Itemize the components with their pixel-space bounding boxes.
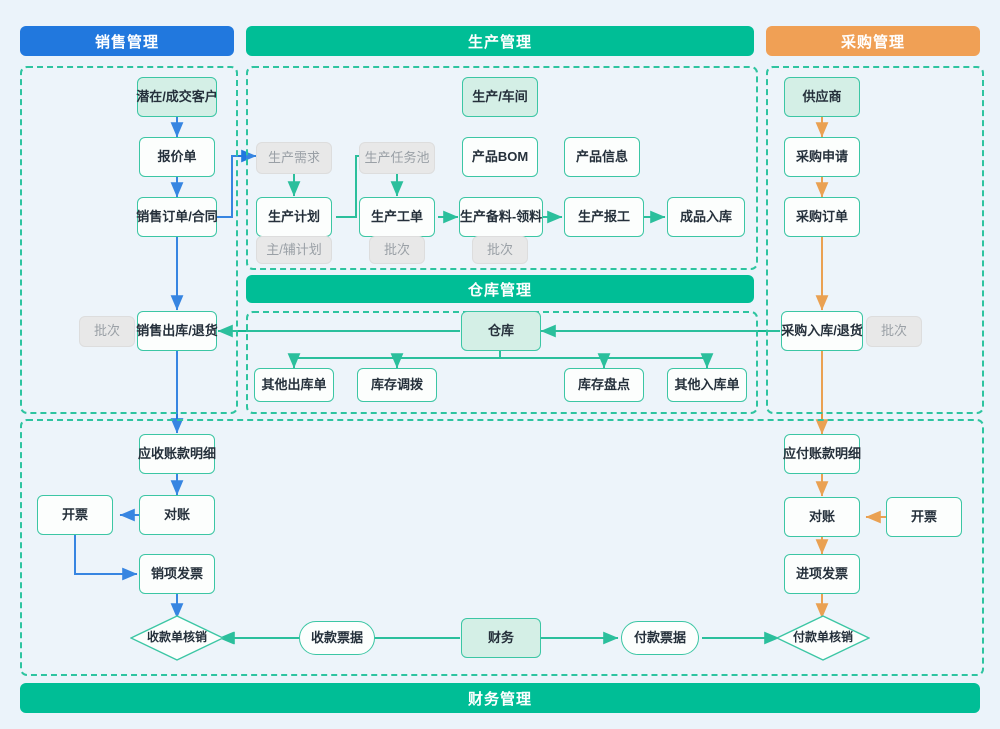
node-finance-center[interactable]: 财务 xyxy=(461,618,541,658)
header-label-purchase: 采购管理 xyxy=(840,33,905,51)
node-label: 生产/车间 xyxy=(472,88,528,104)
node-label: 报价单 xyxy=(157,148,197,164)
node-quotation[interactable]: 报价单 xyxy=(139,137,215,177)
node-production-plan[interactable]: 生产计划 xyxy=(256,197,332,237)
header-bar-purchase[interactable]: 采购管理 xyxy=(766,26,980,56)
node-label: 仓库 xyxy=(487,322,514,338)
node-main-sub-plan-tag[interactable]: 主/辅计划 xyxy=(256,236,332,264)
node-potential-customer[interactable]: 潜在/成交客户 xyxy=(136,77,218,117)
diamond-shape-icon xyxy=(776,615,870,661)
node-label: 潜在/成交客户 xyxy=(136,88,218,104)
node-ar-issue-invoice[interactable]: 开票 xyxy=(37,495,113,535)
node-label: 对账 xyxy=(808,508,835,524)
node-label: 主/辅计划 xyxy=(266,241,322,257)
node-label: 生产备料-领料 xyxy=(459,208,543,224)
node-label: 生产报工 xyxy=(577,208,630,224)
node-material-prepare-pick[interactable]: 生产备料-领料 xyxy=(459,197,543,237)
node-label: 对账 xyxy=(163,506,190,522)
node-product-info[interactable]: 产品信息 xyxy=(564,137,640,177)
node-ar-detail[interactable]: 应收账款明细 xyxy=(138,434,217,474)
node-label: 供应商 xyxy=(802,88,842,104)
node-label: 生产工单 xyxy=(370,208,423,224)
node-label: 销售出库/退货 xyxy=(136,322,218,338)
node-label: 批次 xyxy=(486,241,513,257)
node-label: 付款单核销 xyxy=(792,630,853,645)
node-label: 开票 xyxy=(61,506,88,522)
node-ap-issue-invoice[interactable]: 开票 xyxy=(886,497,962,537)
node-work-order-batch-tag[interactable]: 批次 xyxy=(369,236,425,264)
node-stocktake[interactable]: 库存盘点 xyxy=(564,368,644,402)
node-label: 生产任务池 xyxy=(364,149,430,165)
node-ar-reconciliation[interactable]: 对账 xyxy=(139,495,215,535)
node-purchase-batch-tag[interactable]: 批次 xyxy=(866,316,922,347)
header-bar-finance[interactable]: 财务管理 xyxy=(20,683,980,713)
node-payment-writeoff[interactable]: 付款单核销 xyxy=(776,615,870,661)
node-label: 开票 xyxy=(910,508,937,524)
node-output-invoice[interactable]: 销项发票 xyxy=(139,554,215,594)
node-other-outbound[interactable]: 其他出库单 xyxy=(254,368,334,402)
node-input-invoice[interactable]: 进项发票 xyxy=(784,554,860,594)
node-sales-order[interactable]: 销售订单/合同 xyxy=(136,197,218,237)
node-stock-transfer[interactable]: 库存调拨 xyxy=(357,368,437,402)
node-receipt-voucher[interactable]: 收款票据 xyxy=(299,621,375,655)
node-sales-outbound-return[interactable]: 销售出库/退货 xyxy=(136,311,218,351)
node-work-order[interactable]: 生产工单 xyxy=(359,197,435,237)
header-label-warehouse: 仓库管理 xyxy=(467,281,532,299)
node-label: 库存调拨 xyxy=(370,376,423,392)
node-label: 生产计划 xyxy=(267,208,320,224)
node-label: 其他入库单 xyxy=(674,376,740,392)
node-label: 进项发票 xyxy=(795,565,848,581)
header-bar-sales[interactable]: 销售管理 xyxy=(20,26,234,56)
node-workshop[interactable]: 生产/车间 xyxy=(462,77,538,117)
group-purchase xyxy=(766,66,984,414)
node-finished-goods-inbound[interactable]: 成品入库 xyxy=(667,197,745,237)
node-other-inbound[interactable]: 其他入库单 xyxy=(667,368,747,402)
node-label: 销项发票 xyxy=(150,565,203,581)
node-label: 批次 xyxy=(93,323,120,339)
group-sales xyxy=(20,66,238,414)
node-label: 批次 xyxy=(383,241,410,257)
header-bar-production[interactable]: 生产管理 xyxy=(246,26,754,56)
node-receipt-writeoff[interactable]: 收款单核销 xyxy=(130,615,224,661)
node-label: 付款票据 xyxy=(633,629,686,645)
node-label: 采购订单 xyxy=(795,208,848,224)
node-production-report[interactable]: 生产报工 xyxy=(564,197,644,237)
node-label: 其他出库单 xyxy=(261,376,327,392)
node-product-bom[interactable]: 产品BOM xyxy=(462,137,538,177)
node-label: 成品入库 xyxy=(679,208,732,224)
node-label: 收款票据 xyxy=(310,629,363,645)
node-purchase-order[interactable]: 采购订单 xyxy=(784,197,860,237)
node-label: 销售订单/合同 xyxy=(136,208,218,224)
node-label: 采购申请 xyxy=(795,148,848,164)
node-label: 批次 xyxy=(880,323,907,339)
node-task-pool[interactable]: 生产任务池 xyxy=(359,142,435,174)
node-pick-batch-tag[interactable]: 批次 xyxy=(472,236,528,264)
node-supplier[interactable]: 供应商 xyxy=(784,77,860,117)
node-label: 收款单核销 xyxy=(146,630,207,645)
node-label: 应付账款明细 xyxy=(783,445,862,461)
header-label-sales: 销售管理 xyxy=(94,33,159,51)
node-ap-reconciliation[interactable]: 对账 xyxy=(784,497,860,537)
diamond-shape-icon xyxy=(130,615,224,661)
header-label-finance: 财务管理 xyxy=(467,690,532,708)
node-label: 生产需求 xyxy=(267,149,320,165)
node-label: 库存盘点 xyxy=(577,376,630,392)
node-ap-detail[interactable]: 应付账款明细 xyxy=(783,434,862,474)
node-label: 产品信息 xyxy=(575,148,628,164)
header-label-production: 生产管理 xyxy=(467,33,532,51)
node-label: 应收账款明细 xyxy=(138,445,217,461)
node-production-demand[interactable]: 生产需求 xyxy=(256,142,332,174)
node-warehouse-stock[interactable]: 仓库 xyxy=(461,311,541,351)
node-sales-batch-tag[interactable]: 批次 xyxy=(79,316,135,347)
node-label: 采购入库/退货 xyxy=(781,322,863,338)
node-label: 财务 xyxy=(487,629,514,645)
node-purchase-inbound-return[interactable]: 采购入库/退货 xyxy=(781,311,863,351)
header-bar-warehouse[interactable]: 仓库管理 xyxy=(246,275,754,303)
node-payment-voucher[interactable]: 付款票据 xyxy=(621,621,699,655)
node-purchase-requisition[interactable]: 采购申请 xyxy=(784,137,860,177)
node-label: 产品BOM xyxy=(471,148,529,164)
